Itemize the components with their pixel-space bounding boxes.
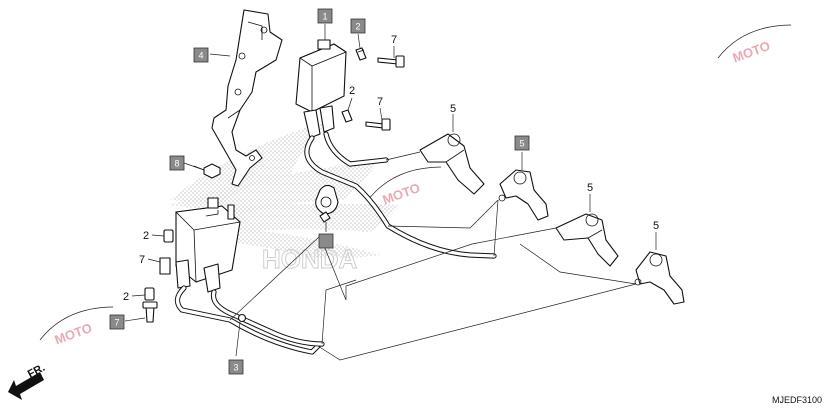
spark-plug-cap-a bbox=[419, 133, 485, 195]
watermark-text: MOTO bbox=[380, 180, 422, 207]
svg-text:7: 7 bbox=[114, 318, 119, 328]
spark-plug-cap-c bbox=[555, 213, 619, 267]
clip-upper-b bbox=[341, 109, 353, 123]
watermark-bottom-left: MOTO bbox=[39, 306, 114, 347]
svg-text:2: 2 bbox=[143, 230, 149, 242]
callout-leaders bbox=[124, 24, 657, 357]
front-direction-indicator: FR. bbox=[8, 362, 47, 400]
nut-bracket bbox=[193, 163, 221, 179]
ignition-coil-upper bbox=[295, 39, 347, 139]
direction-label: FR. bbox=[26, 362, 47, 381]
svg-text:4: 4 bbox=[198, 51, 203, 61]
bolt-upper-a bbox=[377, 55, 405, 68]
svg-text:2: 2 bbox=[349, 85, 355, 97]
callout-6 bbox=[318, 233, 334, 249]
watermark-text: MOTO bbox=[730, 38, 772, 65]
bolt-lower-d bbox=[142, 301, 158, 323]
callout-7-boxed-bottom: 7 bbox=[109, 314, 125, 330]
svg-text:5: 5 bbox=[653, 220, 659, 232]
callout-4: 4 bbox=[193, 47, 209, 63]
high-tension-wire-upper bbox=[304, 131, 497, 259]
svg-text:5: 5 bbox=[519, 139, 524, 149]
callout-8: 8 bbox=[169, 155, 185, 171]
callout-labels: 1 2 7 4 2 7 5 5 8 5 bbox=[109, 8, 659, 375]
callout-2-bottom: 2 bbox=[123, 291, 129, 303]
callout-5-a: 5 bbox=[450, 103, 456, 115]
diagram-code: MJEDF3100 bbox=[772, 395, 822, 405]
wire-routing-lines bbox=[229, 151, 637, 361]
svg-text:7: 7 bbox=[139, 254, 145, 266]
callout-3: 3 bbox=[228, 359, 244, 375]
cable-clamp bbox=[315, 184, 339, 223]
watermark-text: MOTO bbox=[52, 320, 94, 347]
brand-wordmark: HONDA bbox=[262, 244, 358, 274]
svg-text:5: 5 bbox=[450, 103, 456, 115]
callout-5-d: 5 bbox=[653, 220, 659, 232]
nut-lower-c bbox=[144, 287, 155, 301]
direction-arrow-icon bbox=[8, 372, 44, 400]
svg-text:8: 8 bbox=[174, 159, 179, 169]
callout-7-mid: 7 bbox=[377, 96, 383, 108]
bolt-lower-a bbox=[163, 229, 174, 243]
callout-2-boxed-top: 2 bbox=[350, 18, 366, 34]
svg-text:2: 2 bbox=[355, 22, 360, 32]
callout-5-c: 5 bbox=[587, 182, 593, 194]
callout-7-top: 7 bbox=[391, 34, 397, 46]
coil-mounting-bracket bbox=[211, 9, 283, 187]
spark-plug-cap-d bbox=[634, 251, 685, 305]
callout-2-lower: 2 bbox=[143, 230, 149, 242]
svg-text:5: 5 bbox=[587, 182, 593, 194]
callout-1: 1 bbox=[317, 8, 333, 24]
svg-text:3: 3 bbox=[233, 363, 238, 373]
spark-plug-cap-b bbox=[498, 169, 549, 221]
svg-text:7: 7 bbox=[377, 96, 383, 108]
watermark-top-right: MOTO bbox=[717, 24, 792, 65]
bolt-upper-b bbox=[365, 118, 391, 131]
svg-text:7: 7 bbox=[391, 34, 397, 46]
high-tension-wire-lower bbox=[174, 285, 325, 355]
callout-7-lower: 7 bbox=[139, 254, 145, 266]
callout-2-mid: 2 bbox=[349, 85, 355, 97]
svg-text:1: 1 bbox=[322, 12, 327, 22]
ignition-coil-lower bbox=[175, 197, 241, 293]
clip-upper-a bbox=[355, 47, 367, 61]
callout-5-boxed: 5 bbox=[514, 135, 530, 151]
bolt-lower-b bbox=[159, 257, 171, 275]
svg-text:2: 2 bbox=[123, 291, 129, 303]
